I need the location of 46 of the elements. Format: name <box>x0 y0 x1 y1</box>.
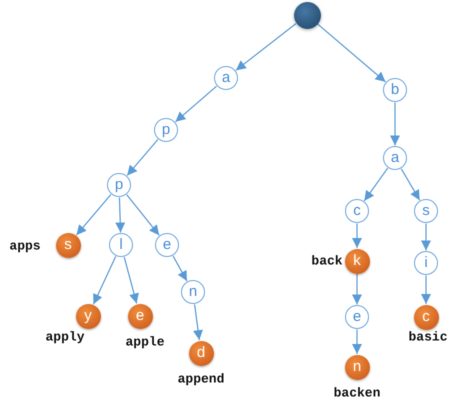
word-label: apple <box>126 336 164 348</box>
letter-node: p <box>154 118 178 142</box>
arrow <box>364 168 388 202</box>
letter-node: i <box>414 251 438 275</box>
arrow <box>390 102 400 146</box>
word-end-node: c <box>414 304 438 330</box>
word-end-node: k <box>344 248 370 274</box>
word-end-node: d <box>188 340 214 366</box>
arrow <box>124 256 139 304</box>
word-label: apps <box>9 240 41 252</box>
word-end-node: y <box>76 304 100 328</box>
arrow <box>400 168 420 201</box>
word-end-node: n <box>344 354 370 380</box>
letter-node: a <box>214 66 238 90</box>
letter-node: n <box>181 280 205 304</box>
arrow <box>92 256 116 304</box>
word-label: backen <box>334 386 380 400</box>
letter-node: s <box>414 199 438 223</box>
letter-node: a <box>383 146 407 170</box>
letter-node: e <box>345 305 369 329</box>
arrow <box>175 86 217 122</box>
arrow <box>317 24 386 82</box>
word-label: basic <box>408 330 448 344</box>
arrow <box>352 274 362 304</box>
arrow <box>352 224 362 248</box>
arrow <box>193 304 203 340</box>
arrow <box>126 139 158 176</box>
arrow <box>126 194 160 236</box>
arrow <box>352 330 362 354</box>
arrow <box>236 23 296 71</box>
word-end-node: s <box>56 232 80 258</box>
arrow <box>421 224 431 250</box>
letter-node: c <box>345 199 369 223</box>
arrow <box>172 256 188 282</box>
letter-node: b <box>383 78 407 102</box>
arrow <box>76 194 112 236</box>
root-node <box>294 2 320 28</box>
word-label: back <box>311 254 343 268</box>
word-label: append <box>178 372 224 386</box>
word-end-node: e <box>128 304 152 328</box>
letter-node: p <box>107 173 131 197</box>
arrow <box>421 276 431 304</box>
word-label: apply <box>46 330 84 344</box>
arrow <box>115 197 126 233</box>
letter-node: l <box>109 233 133 257</box>
letter-node: e <box>155 233 179 257</box>
